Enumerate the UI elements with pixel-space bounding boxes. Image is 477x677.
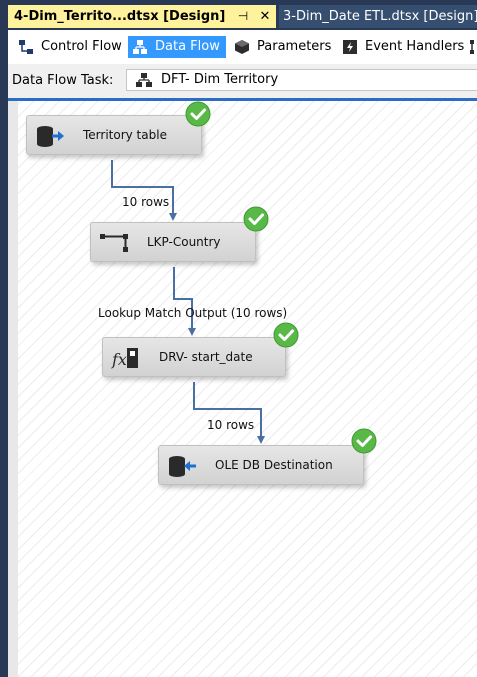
destination-icon [169,456,196,477]
data-flow-task-bar: Data Flow Task: DFT- Dim Territory [8,64,477,98]
tab-title: 4-Dim_Territo...dtsx [Design] [14,9,226,24]
component-lkp-country[interactable]: LKP-Country [90,222,256,262]
design-surface-margin [8,101,18,677]
data-flow-task-icon [136,73,152,87]
designer-view-tabs: Control Flow Data Flow Parameters Even [8,30,477,64]
tab-3-dim-date-etl[interactable]: 3-Dim_Date ETL.dtsx [Design] [279,5,477,28]
tab-parameters[interactable]: Parameters [230,36,334,58]
close-icon[interactable]: ✕ [259,9,271,24]
path-territory-to-lookup [111,160,177,221]
tab-data-flow[interactable]: Data Flow [128,36,226,58]
document-tab-strip: 4-Dim_Territo...dtsx [Design] ⊣ ✕ 3-Dim_… [0,0,477,30]
success-check-icon [243,206,269,232]
component-label: DRV- start_date [159,350,253,364]
lookup-icon [100,234,128,252]
component-label: LKP-Country [147,235,221,249]
source-icon [37,126,64,147]
component-ole-db-destination[interactable]: OLE DB Destination [158,445,364,485]
path-label-lookup-match-output[interactable]: Lookup Match Output (10 rows) [98,306,288,320]
component-territory-table[interactable]: Territory table [26,115,202,155]
tab-control-flow[interactable]: Control Flow [14,36,130,58]
tab-event-handlers[interactable]: Event Handlers [338,36,464,58]
derived-column-icon: fx [111,348,138,369]
tab-label: Event Handlers [365,39,465,54]
component-drv-start-date[interactable]: fx DRV- start_date [102,337,286,377]
toolbar-separator [8,98,477,101]
success-check-icon [273,322,299,348]
path-lookup-to-derived [173,267,196,336]
tab-label: Control Flow [41,39,122,54]
path-label-row-count[interactable]: 10 rows [207,418,255,432]
path-label-row-count[interactable]: 10 rows [122,195,170,209]
svg-text:fx: fx [111,350,127,369]
event-handlers-icon [343,40,357,54]
data-flow-task-dropdown[interactable]: DFT- Dim Territory [126,69,477,91]
path-derived-to-destination [193,382,265,444]
tab-label: Data Flow [155,39,220,54]
data-flow-icon [133,40,147,54]
pin-icon[interactable]: ⊣ [237,9,249,23]
tab-title: 3-Dim_Date ETL.dtsx [Design] [283,9,477,24]
success-check-icon [351,428,377,454]
component-label: OLE DB Destination [215,458,333,472]
parameters-icon [235,40,249,54]
tab-label: Parameters [257,39,332,54]
package-explorer-icon [470,40,474,54]
component-label: Territory table [83,128,167,142]
success-check-icon [185,101,211,127]
tab-overflow[interactable] [468,36,477,58]
data-flow-task-label: Data Flow Task: [12,73,114,88]
control-flow-icon [19,40,33,54]
design-surface[interactable] [8,101,477,677]
left-frame [0,30,8,677]
tab-4-dim-territory[interactable]: 4-Dim_Territo...dtsx [Design] ⊣ ✕ [8,5,276,28]
data-flow-task-value: DFT- Dim Territory [161,72,279,87]
